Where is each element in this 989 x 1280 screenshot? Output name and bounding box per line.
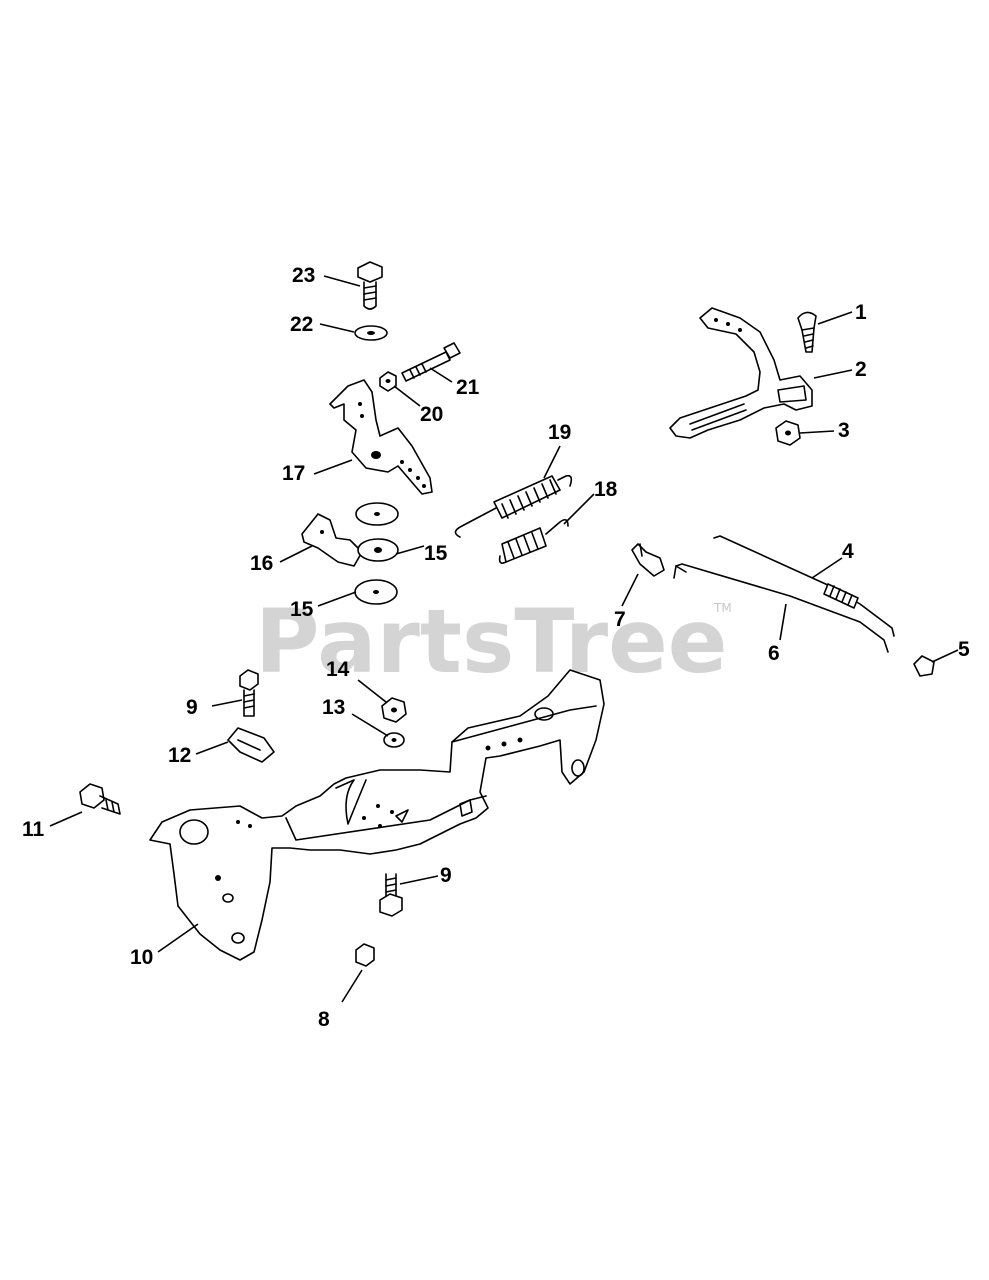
callout-4[interactable]: 4 — [842, 540, 854, 563]
watermark-text: PartsTree — [255, 590, 727, 693]
part-22-washer[interactable] — [354, 325, 388, 341]
leader-lines — [49, 275, 959, 1003]
callout-2[interactable]: 2 — [855, 358, 867, 381]
part-16-plate[interactable] — [301, 513, 363, 567]
part-11-bolt[interactable] — [79, 783, 121, 815]
part-15-washer-lower[interactable] — [354, 579, 398, 605]
callout-20[interactable]: 20 — [420, 403, 443, 426]
part-4-link[interactable] — [713, 535, 895, 637]
part-12-clip[interactable] — [227, 727, 275, 763]
callout-11[interactable]: 11 — [22, 818, 45, 841]
part-13-washer[interactable] — [383, 732, 405, 748]
part-21-bolt[interactable] — [401, 342, 461, 382]
callout-10[interactable]: 10 — [130, 946, 153, 969]
part-15-washer-upper[interactable] — [355, 502, 399, 526]
callout-6[interactable]: 6 — [768, 642, 780, 665]
callout-14[interactable]: 14 — [326, 658, 350, 681]
callout-15-lower[interactable]: 15 — [290, 598, 314, 621]
part-19-spring[interactable] — [454, 474, 573, 538]
callout-7[interactable]: 7 — [614, 608, 626, 631]
callout-19[interactable]: 19 — [548, 421, 571, 444]
part-5-clip[interactable] — [913, 655, 935, 677]
callout-1[interactable]: 1 — [855, 301, 867, 324]
callout-15-upper[interactable]: 15 — [424, 542, 448, 565]
part-20-nut[interactable] — [379, 371, 397, 392]
part-10-bracket[interactable] — [149, 669, 605, 961]
callout-22[interactable]: 22 — [290, 313, 313, 336]
part-23-bolt[interactable] — [357, 261, 383, 310]
callout-12[interactable]: 12 — [168, 744, 191, 767]
callout-9-lower[interactable]: 9 — [440, 864, 452, 887]
callout-18[interactable]: 18 — [594, 478, 618, 501]
part-7-clamp[interactable] — [631, 543, 665, 577]
callout-3[interactable]: 3 — [838, 419, 850, 442]
watermark: PartsTree TM — [255, 590, 732, 693]
callout-13[interactable]: 13 — [322, 696, 345, 719]
part-3-nut[interactable] — [775, 420, 801, 446]
part-8-nut[interactable] — [355, 943, 375, 967]
part-1-screw[interactable] — [797, 311, 817, 353]
part-14-nut[interactable] — [381, 697, 407, 723]
callout-labels: 1 2 3 4 5 6 7 8 9 9 10 11 12 13 14 15 15… — [22, 264, 970, 1031]
part-9-bolt-upper[interactable] — [239, 669, 259, 717]
callout-16[interactable]: 16 — [250, 552, 273, 575]
part-17-lever[interactable] — [329, 379, 433, 495]
watermark-trademark: TM — [713, 601, 732, 615]
part-15-washer-middle[interactable] — [357, 538, 399, 562]
callout-23[interactable]: 23 — [292, 264, 315, 287]
callout-21[interactable]: 21 — [456, 376, 480, 399]
callout-9-upper[interactable]: 9 — [186, 696, 198, 719]
part-9-bolt-lower[interactable] — [379, 873, 403, 917]
callout-17[interactable]: 17 — [282, 462, 305, 485]
callout-8[interactable]: 8 — [318, 1008, 330, 1031]
part-6-rod[interactable] — [673, 563, 889, 653]
part-18-spring[interactable] — [498, 518, 569, 564]
part-2-lever[interactable] — [669, 307, 813, 439]
callout-5[interactable]: 5 — [958, 638, 970, 661]
